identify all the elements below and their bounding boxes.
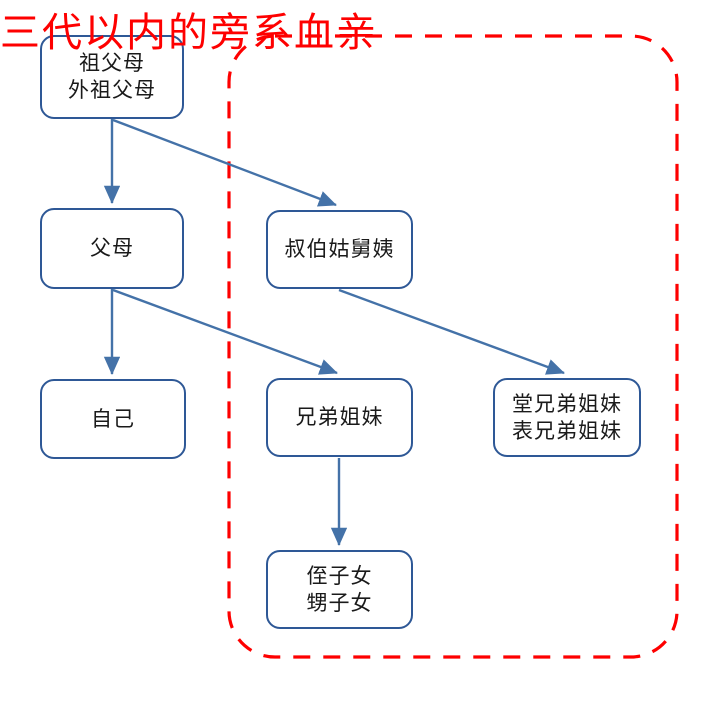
node-nephews-line2: 甥子女 xyxy=(306,590,373,615)
node-grandparents-line2: 外祖父母 xyxy=(68,78,156,102)
edge-grandparents-uncles xyxy=(112,118,337,207)
node-self-line1: 自己 xyxy=(91,406,135,431)
node-nephews[interactable]: 侄子女 甥子女 xyxy=(266,550,413,629)
edge-uncles-cousins xyxy=(338,288,565,375)
node-parents-line1: 父母 xyxy=(90,236,134,261)
node-nephews-line1: 侄子女 xyxy=(306,563,373,588)
node-cousins-line1: 堂兄弟姐妹 xyxy=(512,391,622,416)
node-siblings[interactable]: 兄弟姐妹 xyxy=(266,378,413,457)
node-parents[interactable]: 父母 xyxy=(40,208,184,289)
collateral-group-boundary xyxy=(227,34,679,659)
node-grandparents-line1: 祖父母 xyxy=(79,51,145,76)
node-grandparents[interactable]: 祖父母 外祖父母 xyxy=(40,35,184,119)
node-uncles-line1: 叔伯姑舅姨 xyxy=(284,237,395,262)
node-cousins-line2: 表兄弟姐妹 xyxy=(512,418,622,443)
edge-parents-siblings xyxy=(112,288,338,375)
node-self[interactable]: 自己 xyxy=(40,379,186,459)
collateral-group-label: 三代以内的旁系血亲 xyxy=(0,10,378,56)
node-uncles[interactable]: 叔伯姑舅姨 xyxy=(266,210,413,289)
node-cousins[interactable]: 堂兄弟姐妹 表兄弟姐妹 xyxy=(493,378,641,457)
node-siblings-line1: 兄弟姐妹 xyxy=(295,405,384,430)
